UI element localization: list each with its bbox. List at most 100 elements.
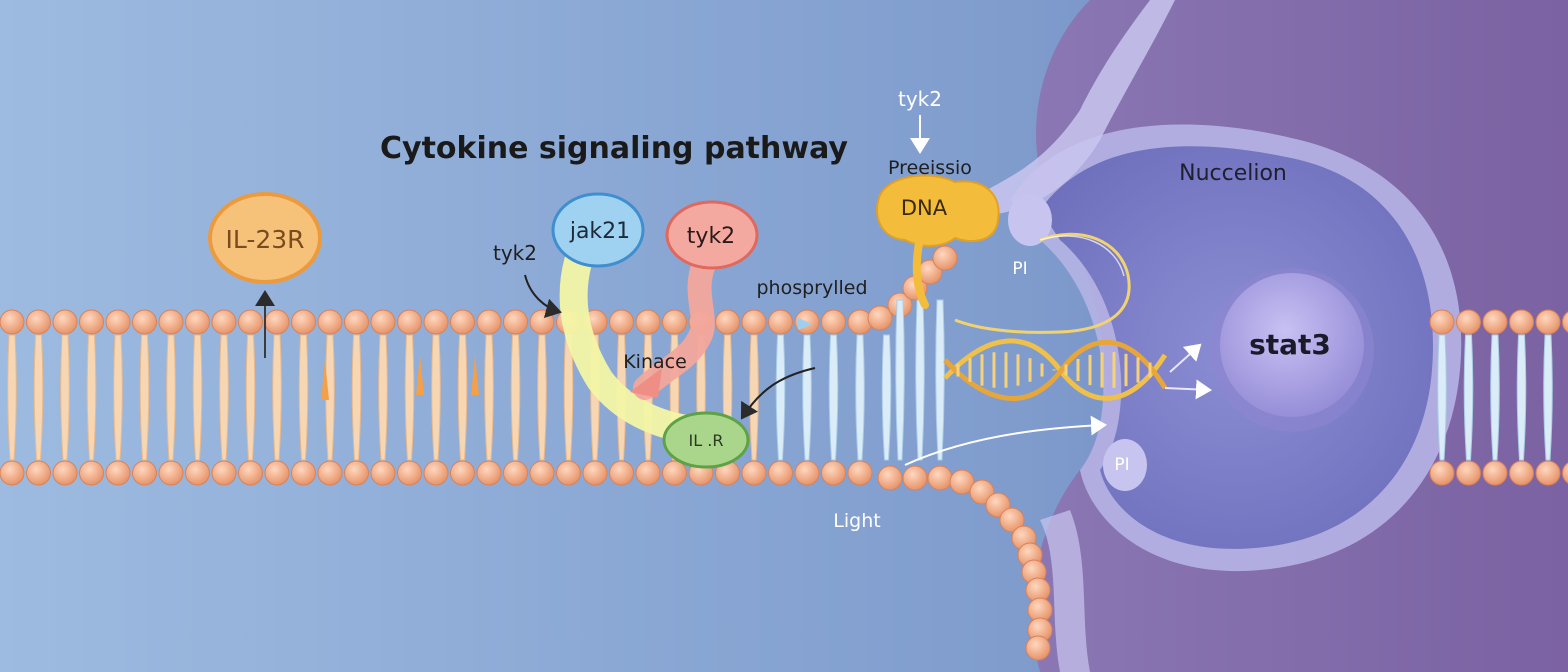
preessio-label: Preeissio bbox=[888, 157, 972, 179]
lipid-head bbox=[1509, 460, 1534, 486]
lipid-head bbox=[317, 309, 343, 335]
lipid-tail bbox=[563, 334, 574, 461]
lipid-head bbox=[1535, 460, 1561, 486]
lipid-tail bbox=[298, 334, 309, 461]
receptor-bubble bbox=[662, 411, 750, 469]
lipid-tail bbox=[166, 334, 176, 461]
lipid-head bbox=[1562, 311, 1568, 333]
lipid-head bbox=[877, 465, 903, 491]
tyk2-pathway-ribbon bbox=[633, 250, 717, 400]
lipid-head bbox=[370, 460, 396, 486]
lipid-head bbox=[715, 309, 740, 335]
lipid-head bbox=[397, 309, 422, 335]
tail-accent bbox=[321, 360, 329, 400]
receptor-arrow bbox=[740, 367, 816, 420]
lipid-head bbox=[635, 460, 661, 486]
lipid-head bbox=[264, 460, 290, 486]
stat3-label: stat3 bbox=[1249, 328, 1331, 361]
lipid-head bbox=[662, 309, 687, 335]
kinace-label: Kinace bbox=[623, 351, 687, 373]
lipid-tail bbox=[828, 334, 839, 461]
lipid-tail bbox=[1463, 334, 1474, 461]
lipid-head bbox=[529, 309, 555, 335]
dna-label: DNA bbox=[901, 196, 948, 220]
lipid-tail bbox=[139, 334, 150, 461]
lipid-head bbox=[867, 305, 893, 331]
lipid-head bbox=[476, 309, 502, 335]
lipid-tail bbox=[1543, 334, 1553, 461]
lipid-head bbox=[79, 460, 104, 486]
lipid-head bbox=[1025, 635, 1051, 661]
tyk2-top-label: tyk2 bbox=[898, 87, 942, 111]
lipid-tail bbox=[272, 334, 282, 461]
lipid-tail bbox=[457, 334, 468, 461]
lipid-head bbox=[105, 309, 131, 335]
lipid-head bbox=[52, 309, 78, 335]
lipid-tail bbox=[245, 334, 256, 461]
lipid-head bbox=[132, 309, 157, 335]
lipid-head bbox=[211, 460, 237, 486]
lipid-head bbox=[556, 460, 581, 486]
tyk2-bubble-label: tyk2 bbox=[687, 224, 735, 249]
lipid-head bbox=[344, 460, 369, 486]
lipid-head bbox=[949, 469, 975, 495]
lipid-tail bbox=[378, 334, 388, 461]
lipid-head bbox=[768, 309, 793, 335]
lipid-head bbox=[317, 460, 343, 486]
lipid-head bbox=[450, 309, 475, 335]
lipid-tail bbox=[855, 334, 865, 461]
lipid-head bbox=[503, 309, 528, 335]
dna-helix bbox=[943, 338, 1168, 401]
lipid-head bbox=[397, 460, 422, 486]
lipid-tail bbox=[915, 299, 925, 461]
lipid-tail bbox=[219, 334, 229, 461]
light-label: Light bbox=[833, 510, 880, 532]
lipid-head bbox=[1429, 460, 1455, 486]
lipid-head bbox=[132, 460, 157, 486]
lipid-head bbox=[1429, 309, 1455, 335]
lipid-head bbox=[1456, 460, 1481, 486]
lipid-head bbox=[741, 460, 767, 486]
lipid-head bbox=[609, 309, 634, 335]
pi-upper-label: PI bbox=[1012, 259, 1027, 279]
lipid-head bbox=[238, 309, 263, 335]
lipid-tail bbox=[33, 334, 44, 461]
lipid-head bbox=[529, 460, 555, 486]
nuclear-pore-lower bbox=[1103, 439, 1147, 491]
lipid-tail bbox=[484, 334, 494, 461]
lipid-tail bbox=[802, 334, 812, 461]
lipid-head bbox=[1482, 309, 1508, 335]
il23r-label: IL-23R bbox=[225, 225, 304, 254]
lipid-head bbox=[1562, 462, 1568, 484]
lipid-head bbox=[185, 309, 210, 335]
tail-accent bbox=[416, 355, 424, 395]
il23r-bubble bbox=[208, 192, 322, 284]
stat3-arrow-lower bbox=[1164, 379, 1212, 400]
lipid-head bbox=[635, 309, 661, 335]
lipid-head bbox=[662, 460, 687, 486]
lipid-head bbox=[999, 507, 1025, 533]
lipid-head bbox=[503, 460, 528, 486]
lipid-head bbox=[291, 460, 316, 486]
lipid-head bbox=[0, 460, 25, 486]
lipid-tail bbox=[881, 334, 892, 461]
lipid-head bbox=[158, 309, 184, 335]
lipid-head bbox=[927, 465, 953, 491]
lipid-head bbox=[26, 460, 51, 486]
receptor-label: IL .R bbox=[689, 431, 724, 450]
lipid-head bbox=[52, 460, 78, 486]
lipid-head bbox=[211, 309, 237, 335]
dna-blob bbox=[876, 174, 1000, 247]
lipid-tail bbox=[775, 334, 786, 461]
lipid-tail bbox=[351, 334, 362, 461]
lipid-head bbox=[185, 460, 210, 486]
lipid-head bbox=[344, 309, 369, 335]
lipid-head bbox=[79, 309, 104, 335]
stat3-arrow-upper bbox=[1169, 343, 1202, 373]
lipid-head bbox=[847, 460, 873, 486]
phosphorylated-marker bbox=[798, 318, 812, 330]
lipid-tail bbox=[935, 299, 945, 461]
lipid-head bbox=[821, 309, 846, 335]
